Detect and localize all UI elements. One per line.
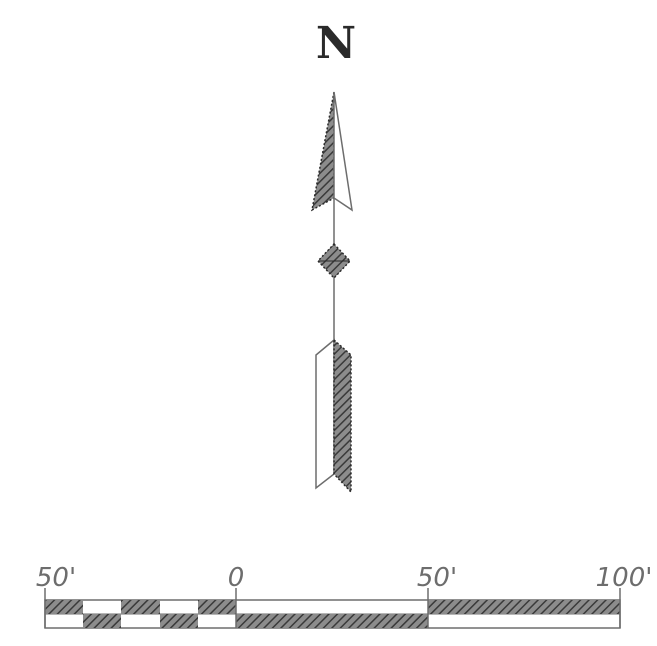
scale-segment: [236, 614, 428, 628]
scale-segment: [198, 600, 236, 614]
tail-outline-half: [315, 338, 335, 490]
scale-label-100: 100': [596, 563, 653, 593]
scale-segment: [121, 600, 160, 614]
north-label: N: [316, 18, 356, 69]
tail-hatched-half: [333, 338, 352, 494]
scale-label-zero: 0: [228, 563, 245, 593]
scale-label-right-50: 50': [417, 563, 457, 593]
scale-bar: 50' 0 50' 100': [36, 563, 653, 629]
scale-segment: [83, 614, 121, 628]
scale-segment: [45, 600, 83, 614]
scale-segment: [160, 614, 198, 628]
north-arrow-icon: [310, 91, 353, 494]
arrow-head-hatched-half: [310, 91, 335, 212]
arrow-head-outline-half: [333, 91, 353, 212]
scale-segment: [428, 600, 620, 614]
scale-label-left-50: 50': [36, 563, 76, 593]
